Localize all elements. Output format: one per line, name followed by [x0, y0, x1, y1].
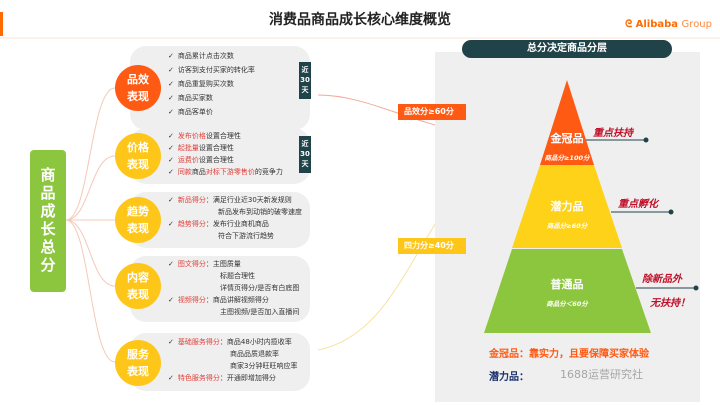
list-item: ✓商品客单价 — [168, 108, 213, 116]
list-item: ✓访客到支付买家的转化率 — [168, 66, 255, 74]
tier-normal — [484, 249, 651, 333]
list-item: ✓运费价设置合理性 — [168, 156, 234, 164]
group-name: 价格表现 — [127, 141, 149, 171]
note-gold: 金冠品：靠实力，且要保障买家体验 — [489, 349, 649, 360]
group-name: 服务表现 — [127, 348, 149, 378]
list-item: ✓商品重复购买次数 — [168, 80, 234, 88]
note-potential: 潜力品： — [489, 372, 529, 383]
callout-potential: 重点孵化 — [618, 199, 658, 210]
callout-normal-1: 除新品外 — [642, 274, 682, 285]
list-item: ✓趋势得分：发布行业商机商品 — [168, 220, 269, 228]
list-item: ✓基础服务得分：商品48小时内揽收率 — [168, 338, 292, 346]
list-item: ✓商品累计点击次数 — [168, 52, 234, 60]
list-item: ✓同款商品对标下游零售价的竞争力 — [168, 168, 283, 176]
list-item: 符合下游流行趋势 — [218, 232, 274, 240]
callout-dot — [693, 285, 699, 291]
connector — [65, 219, 116, 287]
list-item: 详情页得分/是否有白底图 — [220, 284, 300, 292]
watermark: 1688运营研究社 — [560, 368, 643, 381]
group-circle-content: 内容表现 — [115, 263, 161, 309]
divider — [0, 37, 720, 39]
list-item: ✓新品得分：满足行业近30天新发规则 — [168, 196, 292, 204]
list-item: 标题合理性 — [220, 272, 255, 280]
group-items: ✓商品累计点击次数 ✓访客到支付买家的转化率 ✓商品重复购买次数 ✓商品买家数 … — [168, 50, 255, 118]
list-item: ✓视频得分：商品讲解视频得分 — [168, 296, 269, 304]
page-title: 消费品商品成长核心维度概览 — [269, 12, 451, 28]
group-circle-trend: 趋势表现 — [115, 197, 161, 243]
connector — [65, 87, 116, 221]
callout-dot — [643, 137, 649, 143]
callout-gold: 重点扶持 — [593, 128, 633, 139]
list-item: 商家3分钟旺旺响应率 — [230, 362, 298, 370]
group-name: 内容表现 — [127, 271, 149, 301]
pinxiao-threshold-label: 品效分≥60分 — [398, 104, 466, 120]
list-item: ✓起批量设置合理性 — [168, 144, 234, 152]
list-item: ✓发布价格设置合理性 — [168, 132, 241, 140]
tier-potential — [512, 165, 622, 248]
callout-dot — [668, 209, 674, 215]
list-item: ✓商品买家数 — [168, 94, 213, 102]
group-items: ✓新品得分：满足行业近30天新发规则 新品发布到动销的破零速度 ✓趋势得分：发布… — [168, 194, 302, 242]
tier-gold — [540, 80, 594, 165]
list-item: ✓图文得分：主图质量 — [168, 260, 241, 268]
group-items: ✓发布价格设置合理性 ✓起批量设置合理性 ✓运费价设置合理性 ✓同款商品对标下游… — [168, 130, 283, 178]
tier-gold-rule: 商品分≥100分 — [544, 154, 590, 162]
sili-threshold-label: 四力分≥40分 — [398, 238, 466, 254]
group-items: ✓基础服务得分：商品48小时内揽收率 商品品质退款率 商家3分钟旺旺响应率 ✓特… — [168, 336, 297, 384]
callout-normal-2: 无扶持！ — [650, 298, 690, 309]
group-circle-service: 服务表现 — [115, 340, 161, 386]
accent-bar — [0, 12, 3, 36]
group-circle-pinxiao: 品效表现 — [115, 65, 161, 111]
alibaba-logo: ᘓ Alibaba Group — [625, 19, 712, 30]
tier-normal-rule: 商品分＜60分 — [546, 300, 588, 308]
list-item: 新品发布到动销的破零速度 — [218, 208, 302, 216]
tier-potential-name: 潜力品 — [550, 200, 584, 213]
list-item: 商品品质退款率 — [230, 350, 279, 358]
tier-gold-name: 金冠品 — [550, 132, 584, 145]
list-item: 主图视频/是否加入直播间 — [220, 308, 300, 316]
connector — [65, 155, 116, 221]
group-circle-price: 价格表现 — [115, 133, 161, 179]
group-name: 品效表现 — [127, 73, 149, 103]
tier-normal-name: 普通品 — [550, 278, 584, 291]
root-score-box: 商品成长总分 — [30, 150, 66, 292]
group-items: ✓图文得分：主图质量 标题合理性 详情页得分/是否有白底图 ✓视频得分：商品讲解… — [168, 258, 299, 318]
connector — [65, 219, 116, 363]
pyramid-title: 总分决定商品分层 — [462, 40, 672, 58]
tier-potential-rule: 商品分≥60分 — [546, 222, 588, 230]
list-item: ✓特色服务得分：开通即增加得分 — [168, 374, 276, 382]
period-tag: 近30天 — [299, 62, 311, 99]
group-name: 趋势表现 — [127, 205, 149, 235]
period-tag: 近30天 — [299, 136, 311, 173]
